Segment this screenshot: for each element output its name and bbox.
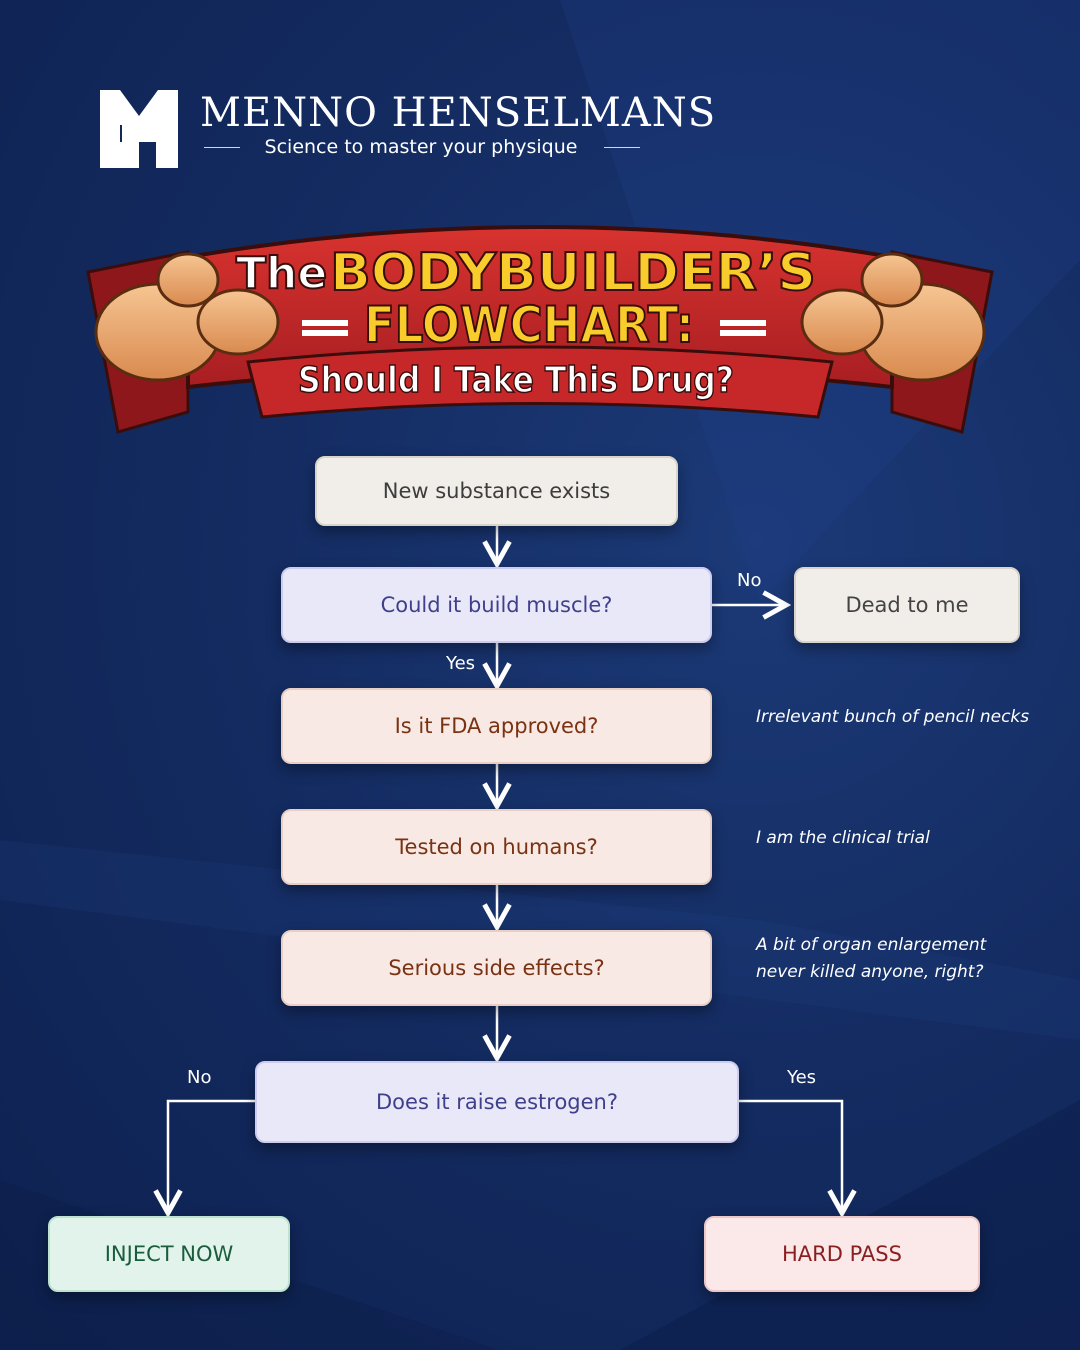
banner-line3: Should I Take This Drug? bbox=[298, 360, 734, 401]
node-fda-approved: Is it FDA approved? bbox=[281, 688, 712, 764]
quip-humans: I am the clinical trial bbox=[756, 828, 930, 848]
node-new-substance: New substance exists bbox=[315, 456, 678, 526]
mh-logo-icon bbox=[100, 90, 178, 168]
tagline-rule-left bbox=[204, 147, 240, 148]
banner-line2: FLOWCHART: bbox=[364, 296, 694, 354]
right-bicep-icon bbox=[800, 252, 986, 382]
quip-side-effects-2: never killed anyone, right? bbox=[756, 962, 984, 982]
node-tested-humans: Tested on humans? bbox=[281, 809, 712, 885]
quip-fda: Irrelevant bunch of pencil necks bbox=[756, 707, 1030, 727]
brand-name: MENNO HENSELMANS bbox=[200, 90, 717, 136]
title-banner: The BODYBUILDER’S FLOWCHART: Should I Ta… bbox=[86, 225, 994, 434]
quip-side-effects-1: A bit of organ enlargement bbox=[756, 935, 987, 955]
node-hard-pass: HARD PASS bbox=[704, 1216, 980, 1292]
node-build-muscle: Could it build muscle? bbox=[281, 567, 712, 643]
left-bicep-icon bbox=[94, 252, 280, 382]
brand-tagline: Science to master your physique bbox=[264, 136, 578, 158]
banner-line1-b: BODYBUILDER’S bbox=[330, 243, 816, 303]
node-inject-now: INJECT NOW bbox=[48, 1216, 290, 1292]
label-yes-muscle: Yes bbox=[446, 653, 476, 674]
node-raise-estrogen: Does it raise estrogen? bbox=[255, 1061, 739, 1143]
tagline-rule-right bbox=[604, 147, 640, 148]
banner-line1-a: The bbox=[236, 248, 327, 299]
label-no-estrogen: No bbox=[187, 1067, 212, 1088]
node-dead-to-me: Dead to me bbox=[794, 567, 1020, 643]
node-side-effects: Serious side effects? bbox=[281, 930, 712, 1006]
label-yes-estrogen: Yes bbox=[787, 1067, 817, 1088]
label-no-muscle: No bbox=[737, 570, 762, 591]
